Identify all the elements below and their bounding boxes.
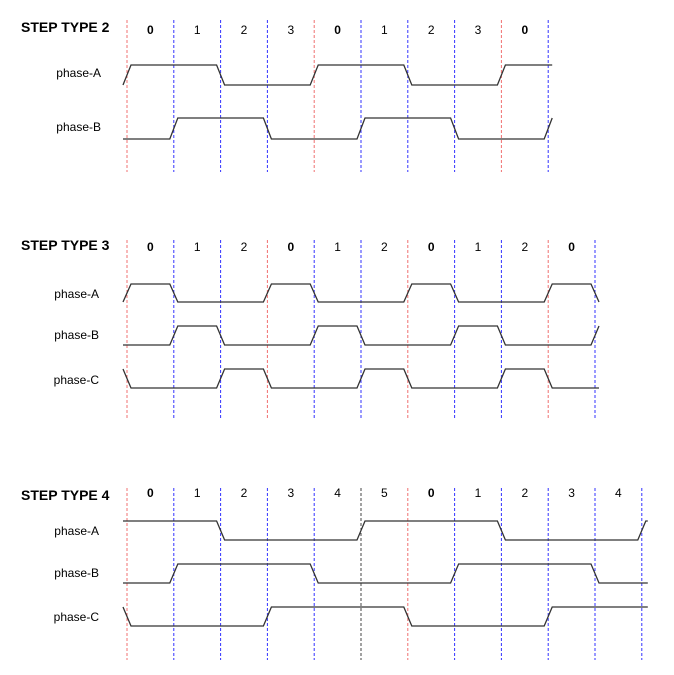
phase-label: phase-C — [54, 610, 100, 624]
diagram-title: STEP TYPE 2 — [21, 19, 110, 35]
step-label: 0 — [428, 486, 435, 500]
step-label: 3 — [287, 486, 294, 500]
step-label: 1 — [194, 23, 201, 37]
phase-label: phase-A — [54, 524, 99, 538]
diagram-step-type-3: STEP TYPE 3 0 1 2 0 1 2 0 1 2 0 phase-A phase-B phase… — [21, 237, 600, 420]
step-label: 4 — [334, 486, 341, 500]
step-label: 0 — [521, 23, 528, 37]
diagram-step-type-2: STEP TYPE 2 0 1 2 3 0 1 2 3 0 phase-A phase-B — [21, 19, 553, 172]
step-label: 0 — [334, 23, 341, 37]
step-label: 2 — [241, 23, 248, 37]
diagram-title: STEP TYPE 3 — [21, 237, 110, 253]
step-label: 0 — [568, 240, 575, 254]
step-label: 2 — [521, 240, 528, 254]
phase-waveform — [122, 368, 599, 389]
step-label: 4 — [615, 486, 622, 500]
phase-waveform — [123, 520, 648, 541]
phase-label: phase-B — [54, 566, 99, 580]
diagram-title: STEP TYPE 4 — [21, 487, 110, 503]
step-label: 3 — [287, 23, 294, 37]
step-label: 1 — [194, 486, 201, 500]
step-label: 2 — [521, 486, 528, 500]
step-label: 0 — [287, 240, 294, 254]
step-label: 0 — [428, 240, 435, 254]
step-label: 2 — [428, 23, 435, 37]
step-label: 0 — [147, 23, 154, 37]
phase-label: phase-A — [56, 66, 101, 80]
step-label: 1 — [194, 240, 201, 254]
step-label: 2 — [241, 240, 248, 254]
step-label: 1 — [334, 240, 341, 254]
phase-waveform — [123, 117, 553, 140]
phase-waveform — [122, 606, 648, 627]
phase-label: phase-B — [56, 120, 101, 134]
step-label: 1 — [381, 23, 388, 37]
step-label: 1 — [475, 486, 482, 500]
phase-waveform — [123, 563, 648, 584]
step-label: 5 — [381, 486, 388, 500]
phase-waveform — [122, 283, 600, 303]
step-label: 3 — [475, 23, 482, 37]
phase-waveform — [123, 325, 600, 346]
step-label: 2 — [241, 486, 248, 500]
phase-label: phase-C — [54, 373, 100, 387]
step-label: 1 — [475, 240, 482, 254]
diagram-step-type-4: STEP TYPE 4 0 1 2 3 4 5 0 1 2 3 4 phase-A phase-B phas… — [21, 486, 648, 660]
phase-label: phase-B — [54, 328, 99, 342]
step-label: 2 — [381, 240, 388, 254]
step-label: 0 — [147, 240, 154, 254]
phase-label: phase-A — [54, 287, 99, 301]
step-label: 3 — [568, 486, 575, 500]
phase-waveform — [122, 64, 553, 86]
step-label: 0 — [147, 486, 154, 500]
